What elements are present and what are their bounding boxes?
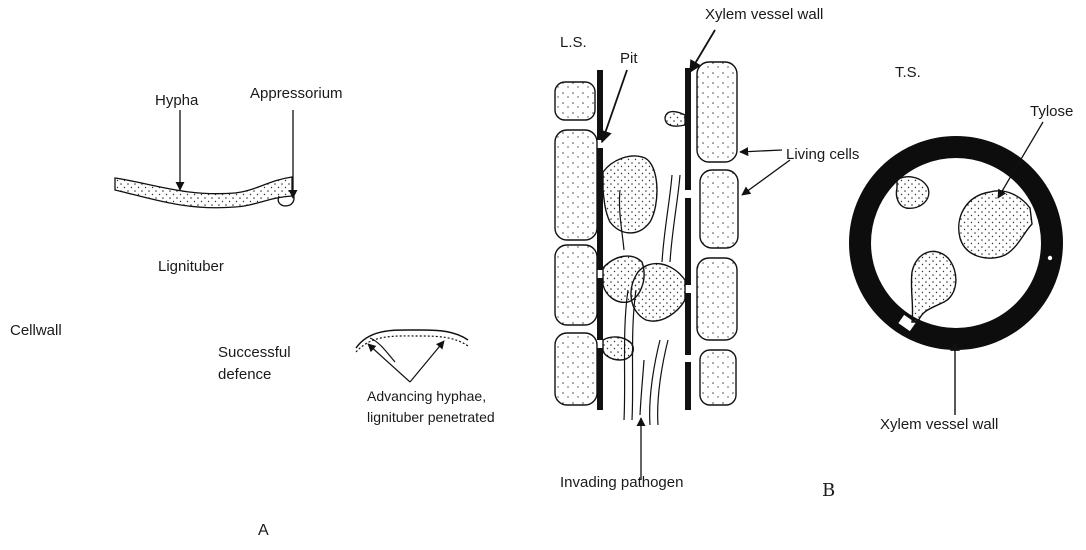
tylose-blob: [631, 264, 685, 322]
tylose-blob: [603, 156, 657, 233]
panel-a-drawing: [115, 110, 468, 382]
pathogen-hypha: [650, 340, 660, 425]
living-cell: [555, 333, 597, 405]
ls-label: L.S.: [560, 34, 587, 51]
panel-b-ls-drawing: [555, 30, 790, 480]
panel-b-ts-drawing: [860, 122, 1052, 415]
tylose-label: Tylose: [1030, 103, 1073, 120]
successful-defence-label-line1: Successful: [218, 344, 291, 361]
ts-label: T.S.: [895, 64, 921, 81]
ts-tylose-large: [959, 191, 1032, 258]
panel-b-letter: B: [822, 480, 835, 501]
hypha-shape: [115, 177, 292, 208]
advancing-arrow-left: [368, 344, 410, 382]
lignituber-label: Lignituber: [158, 258, 224, 275]
pit-label: Pit: [620, 50, 638, 67]
living-cell: [555, 82, 595, 120]
ring-dot: [1048, 256, 1052, 260]
living-cell: [700, 350, 736, 405]
appressorium-label: Appressorium: [250, 85, 343, 102]
advancing-hyphae-label-line2: lignituber penetrated: [367, 409, 495, 425]
advancing-hyphae-label-line1: Advancing hyphae,: [367, 388, 486, 404]
panel-a-letter: A: [258, 522, 269, 540]
ts-tylose-small: [896, 177, 928, 209]
living-cells-arrow-1: [740, 150, 782, 152]
xylem-vessel-ring: [860, 147, 1052, 339]
pathogen-hypha: [670, 175, 680, 262]
ts-tylose-bottom: [911, 251, 955, 322]
cell-wall-label: Cellwall: [10, 322, 62, 339]
advancing-hyphae-shape-inner: [356, 336, 468, 352]
pit-arrow: [602, 70, 627, 142]
xylem-vessel-wall-top-label: Xylem vessel wall: [705, 6, 823, 23]
living-cell: [697, 62, 737, 162]
living-cell: [697, 258, 737, 340]
tylose-blob: [603, 337, 633, 360]
living-cells-label: Living cells: [786, 146, 859, 163]
living-cell: [700, 170, 738, 248]
xylem-vessel-wall-bottom-label: Xylem vessel wall: [880, 416, 998, 433]
pathogen-hypha: [658, 340, 668, 425]
living-cells-arrow-2: [742, 160, 790, 195]
pathogen-hypha: [640, 360, 644, 415]
tylose-blob: [665, 112, 685, 127]
living-cell: [555, 245, 597, 325]
invading-pathogen-label: Invading pathogen: [560, 474, 683, 491]
living-cell: [555, 130, 597, 240]
advancing-arrow-right: [410, 341, 444, 382]
successful-defence-label-line2: defence: [218, 366, 271, 383]
hypha-label: Hypha: [155, 92, 198, 109]
